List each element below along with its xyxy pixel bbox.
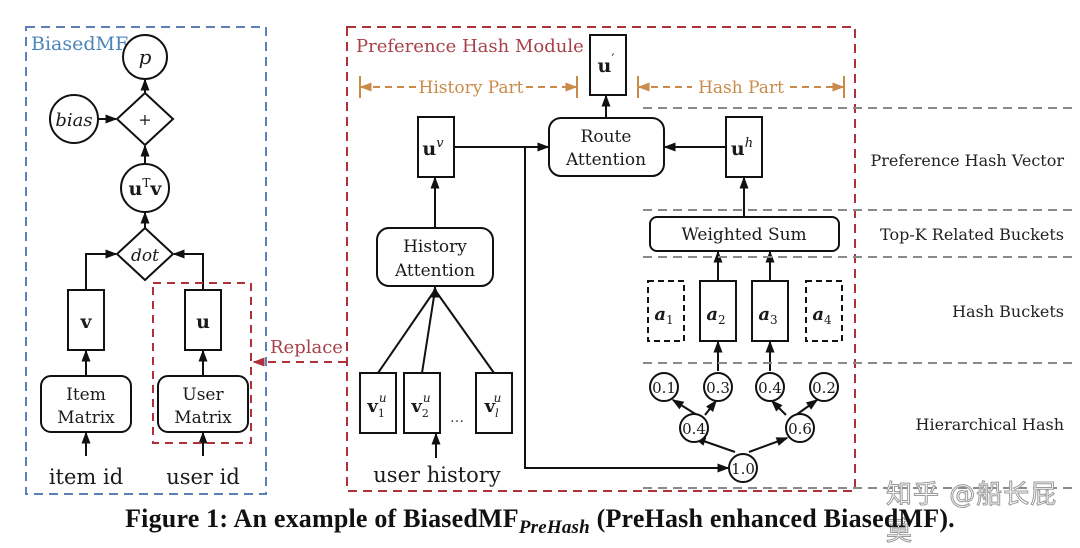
item-matrix-label-1: Item: [66, 385, 106, 405]
svg-text:vlu: vlu: [484, 391, 502, 420]
history-part-label: History Part: [419, 78, 524, 98]
history-attention-label-1: History: [403, 237, 467, 257]
caption-prefix: Figure 1: An example of BiasedMF: [125, 504, 519, 533]
svg-text:0.4: 0.4: [682, 420, 706, 438]
replace-region: [152, 282, 252, 444]
layer-label-hash-buckets: Hash Buckets: [952, 302, 1064, 321]
user-id-label: user id: [166, 465, 240, 489]
biasedmf-edges: [81, 78, 208, 456]
hash-vector-uh: [725, 116, 763, 178]
svg-text:v1u: v1u: [366, 391, 386, 420]
hash-node: 0.6: [785, 413, 815, 443]
user-matrix-label-1: User: [182, 385, 224, 405]
replace-label: Replace: [270, 337, 343, 358]
svg-text:0.4: 0.4: [758, 379, 782, 397]
caption-suffix: (PreHash enhanced BiasedMF).: [589, 504, 955, 533]
replace-connector: Replace: [252, 337, 346, 367]
hash-bucket: a1: [647, 280, 685, 342]
hash-node: 0.3: [703, 372, 733, 402]
route-attention-label-1: Route: [581, 127, 632, 147]
hash-part-ruler: Hash Part: [637, 76, 845, 98]
svg-text:0.2: 0.2: [812, 379, 836, 397]
hash-node-root: 1.0: [728, 453, 758, 483]
hash-node: 0.1: [649, 372, 679, 402]
history-vector-uv: [417, 116, 455, 178]
history-item: v2u: [403, 372, 441, 434]
svg-text:0.3: 0.3: [706, 379, 730, 397]
hash-node: 0.4: [755, 372, 785, 402]
svg-text:a1: a1: [654, 304, 673, 327]
layer-label-hierarchical-hash: Hierarchical Hash: [916, 415, 1064, 434]
figure-caption: Figure 1: An example of BiasedMFPreHash …: [0, 504, 1080, 539]
svg-text:a4: a4: [812, 304, 832, 327]
output-p-label: p: [139, 45, 152, 69]
user-vector-u: [184, 289, 222, 351]
user-vector-label: u: [196, 311, 210, 333]
user-matrix-label-2: Matrix: [174, 408, 232, 428]
item-id-label: item id: [49, 465, 123, 489]
phm-edges: [377, 94, 730, 473]
caption-subscript: PreHash: [518, 517, 590, 539]
hash-part-label: Hash Part: [698, 78, 784, 98]
dot-node: [115, 226, 175, 282]
item-matrix-label-2: Matrix: [57, 408, 115, 428]
watermark: 知乎 @船长屁莫: [886, 480, 1058, 548]
phm-title: Preference Hash Module: [356, 36, 584, 57]
history-item: v1u: [359, 372, 397, 434]
biasedmf-border: [25, 26, 267, 495]
svg-text:a2: a2: [706, 304, 725, 327]
preference-hash-module: Preference Hash Module History Part Hash…: [346, 26, 856, 492]
bias-label: bias: [55, 110, 92, 131]
plus-label: +: [138, 110, 151, 129]
hash-node: 0.4: [679, 413, 709, 443]
svg-text:0.6: 0.6: [788, 420, 812, 438]
layer-label-top-k-buckets: Top-K Related Buckets: [880, 225, 1064, 244]
history-ellipsis: …: [450, 410, 464, 426]
hash-node: 0.2: [809, 372, 839, 402]
weighted-sum-label: Weighted Sum: [681, 225, 806, 245]
svg-text:0.1: 0.1: [652, 379, 676, 397]
dot-label: dot: [131, 246, 159, 266]
phm-border: [346, 26, 856, 492]
biasedmf-title: BiasedMF: [31, 33, 128, 55]
user-history-label: user history: [373, 463, 501, 487]
hierarchical-hash-tree: 1.0 0.4 0.6 0.1 0.3 0.4: [649, 176, 839, 483]
utv-label: uTv: [129, 176, 163, 200]
route-attention-label-2: Attention: [565, 150, 646, 170]
hash-bucket: a2: [699, 280, 737, 342]
history-part-ruler: History Part: [359, 76, 578, 98]
item-vector-label: v: [79, 311, 92, 333]
svg-text:v2u: v2u: [410, 391, 430, 420]
history-attention-label-2: Attention: [394, 261, 475, 281]
hash-bucket: a4: [805, 280, 843, 342]
biasedmf-panel: BiasedMF p bias + uTv dot v u Item Matri…: [25, 26, 267, 495]
u-prime-label: u′: [597, 52, 614, 77]
svg-text:a3: a3: [758, 304, 777, 327]
layer-separators: [643, 107, 1075, 489]
svg-text:1.0: 1.0: [731, 460, 755, 478]
layer-label-preference-hash-vector: Preference Hash Vector: [870, 151, 1064, 170]
history-item: vlu: [475, 372, 513, 434]
hash-bucket: a3: [751, 280, 789, 342]
history-vector-label: uv: [422, 136, 444, 160]
u-prime-vector: [589, 34, 627, 96]
hash-vector-label: uh: [731, 136, 753, 160]
